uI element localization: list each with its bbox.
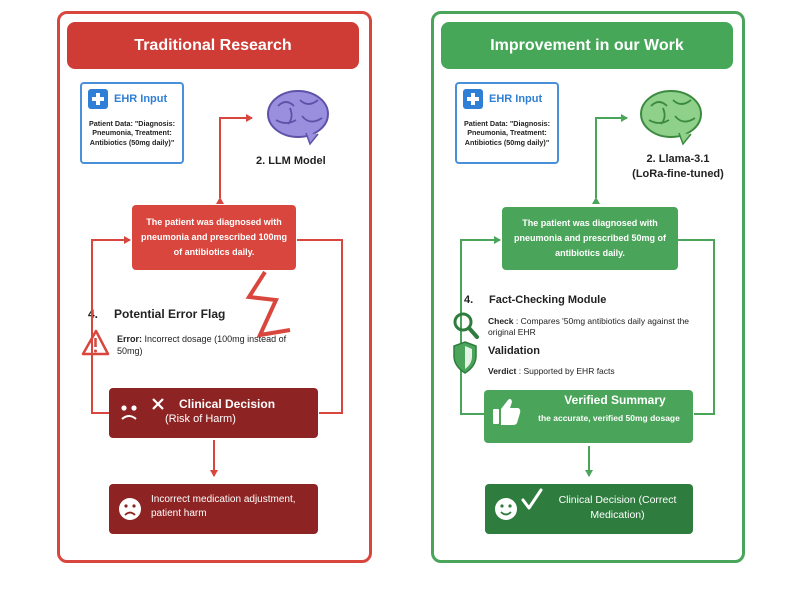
check-text: : Compares '50mg antibiotics daily again…: [488, 316, 690, 338]
warning-icon: [81, 329, 110, 356]
checkmark-icon: [521, 488, 543, 510]
ehr-input-title: EHR Input: [114, 93, 168, 105]
verified-summary-title: Verified Summary: [564, 393, 666, 407]
check-description: Check : Compares '50mg antibiotics daily…: [488, 316, 703, 338]
ehr-input-title: EHR Input: [489, 93, 543, 105]
verdict-description: Verdict : Supported by EHR facts: [488, 366, 698, 377]
error-description: Error: Incorrect dosage (100mg instead o…: [117, 334, 287, 357]
brain-icon: [640, 90, 702, 146]
error-text: Incorrect dosage (100mg instead of 50mg): [117, 334, 287, 356]
clinical-decision-box-right: Clinical Decision (Correct Medication): [485, 484, 693, 534]
smile-icon: [495, 498, 517, 520]
ehr-patient-data: Patient Data: "Diagnosis: Pneumonia, Tre…: [88, 119, 176, 147]
plus-icon: [463, 89, 483, 109]
verdict-text: : Supported by EHR facts: [518, 366, 615, 376]
summary-box-right: The patient was diagnosed with pneumonia…: [502, 207, 678, 270]
outcome-text: Incorrect medication adjustment, patient…: [151, 494, 296, 519]
clinical-decision-box-left: Clinical Decision (Risk of Harm): [109, 388, 318, 438]
error-key: Error:: [117, 334, 143, 344]
decision-to-summary-arrow: [91, 236, 131, 414]
error-step-number: 4.: [88, 307, 99, 321]
ehr-patient-data: Patient Data: "Diagnosis: Pneumonia, Tre…: [463, 119, 551, 147]
brain-icon: [267, 90, 329, 146]
ehr-input-card-left: EHR Input Patient Data: "Diagnosis: Pneu…: [80, 82, 184, 164]
risk-of-harm-label: (Risk of Harm): [165, 413, 236, 425]
clinical-decision-title-left: Clinical Decision: [179, 397, 276, 411]
magnifier-icon: [453, 312, 479, 339]
validation-title: Validation: [488, 345, 540, 357]
summary-box-left: The patient was diagnosed with pneumonia…: [132, 205, 296, 270]
error-flag-title: Potential Error Flag: [114, 307, 226, 321]
fact-checking-title: Fact-Checking Module: [489, 294, 607, 306]
summary-to-decision-line: [297, 239, 343, 414]
ehr-input-card-right: EHR Input Patient Data: "Diagnosis: Pneu…: [455, 82, 559, 164]
llama-model-detail: (LoRa-fine-tuned): [632, 167, 724, 180]
sad-face-icon: [121, 405, 137, 420]
left-connectors: [91, 114, 343, 477]
improvement-header: Improvement in our Work: [441, 22, 733, 69]
check-key: Check: [488, 316, 514, 326]
verdict-key: Verdict: [488, 366, 517, 376]
sad-face-icon: [119, 498, 141, 520]
summary-to-verified-line: [678, 239, 715, 415]
ehr-to-llama-arrow: [592, 114, 628, 204]
shield-highlight: [465, 346, 472, 369]
check-step-number: 4.: [464, 294, 474, 306]
lightning-icon: [245, 270, 291, 338]
right-connectors: [460, 114, 715, 477]
verified-to-summary-arrow: [460, 236, 501, 415]
cross-icon: [152, 398, 164, 410]
llama-model-label: 2. Llama-3.1 (LoRa-fine-tuned): [623, 152, 733, 182]
ehr-to-model-arrow: [216, 114, 253, 204]
llm-model-label: 2. LLM Model: [256, 155, 326, 167]
plus-icon: [88, 89, 108, 109]
llama-model-name: 2. Llama-3.1: [646, 153, 710, 165]
outcome-box-left: Incorrect medication adjustment, patient…: [109, 484, 318, 534]
verified-summary-text: the accurate, verified 50mg dosage: [538, 413, 680, 423]
traditional-research-header: Traditional Research: [67, 22, 359, 69]
clinical-decision-correct: Clinical Decision (Correct Medication): [558, 494, 677, 521]
thumbs-up-icon: [493, 398, 521, 425]
